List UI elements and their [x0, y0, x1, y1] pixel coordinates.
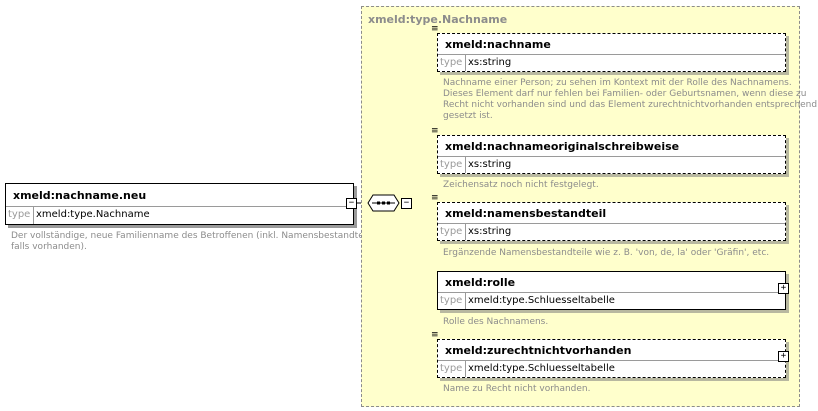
doc-line: Der vollständige, neue Familienname des … — [11, 231, 383, 241]
child-element-rolle[interactable]: xmeld:rolle type xmeld:type.Schluesselta… — [437, 271, 786, 310]
type-label: type — [440, 159, 463, 170]
child-element-namensbestandteil[interactable]: ≡ xmeld:namensbestandteil type xs:string — [431, 194, 786, 241]
child-element-nachnameoriginalschreibweise[interactable]: ≡ xmeld:nachnameoriginalschreibweise typ… — [431, 127, 786, 174]
child-type-row: type xs:string — [438, 54, 785, 71]
doc-line: Rolle des Nachnamens. — [443, 317, 549, 327]
element-lines-icon: ≡ — [431, 24, 439, 34]
child-element-name: xmeld:namensbestandteil — [445, 207, 607, 220]
element-lines-icon: ≡ — [431, 330, 439, 340]
child-element-zurechtnichtvorhanden[interactable]: ≡ xmeld:zurechtnichtvorhanden type xmeld… — [431, 331, 786, 378]
doc-line: Dieses Element darf nur fehlen bei Famil… — [443, 89, 807, 99]
type-separator — [33, 207, 34, 224]
child-doc: Zeichensatz noch nicht festgelegt. — [443, 180, 599, 191]
main-element-doc: Der vollständige, neue Familienname des … — [11, 231, 383, 253]
type-label: type — [8, 209, 31, 220]
doc-line: Nachname einer Person; zu sehen im Konte… — [443, 78, 792, 88]
doc-line: Ergänzende Namensbestandteile wie z. B. … — [443, 248, 770, 258]
main-element-name: xmeld:nachname.neu — [13, 189, 147, 202]
child-type: xs:string — [468, 57, 512, 68]
child-element-nachname[interactable]: ≡ xmeld:nachname type xs:string — [431, 25, 786, 72]
type-label: type — [440, 226, 463, 237]
expand-toggle-icon[interactable]: + — [778, 283, 789, 294]
type-label: type — [440, 295, 463, 306]
child-type: xmeld:type.Schluesseltabelle — [468, 363, 615, 374]
group-title: xmeld:type.Nachname — [368, 13, 508, 26]
child-type-row: type xmeld:type.Schluesseltabelle — [438, 360, 785, 377]
doc-line: Zeichensatz noch nicht festgelegt. — [443, 180, 599, 190]
type-separator — [465, 157, 466, 173]
type-label: type — [440, 363, 463, 374]
type-separator — [465, 224, 466, 240]
child-element-name: xmeld:nachnameoriginalschreibweise — [445, 140, 680, 153]
doc-line: Name zu Recht nicht vorhanden. — [443, 384, 591, 394]
child-doc: Name zu Recht nicht vorhanden. — [443, 384, 591, 395]
type-separator — [465, 55, 466, 71]
doc-line: Recht nicht vorhanden sind und das Eleme… — [443, 100, 818, 110]
type-label: type — [440, 57, 463, 68]
sequence-compositor-icon[interactable] — [367, 194, 400, 212]
element-lines-icon: ≡ — [431, 126, 439, 136]
child-element-name: xmeld:nachname — [445, 38, 551, 51]
child-doc: Rolle des Nachnamens. — [443, 317, 548, 328]
child-type: xs:string — [468, 226, 512, 237]
child-type: xs:string — [468, 159, 512, 170]
doc-line: falls vorhanden). — [11, 242, 87, 252]
child-element-name: xmeld:rolle — [445, 276, 516, 289]
expand-toggle-icon[interactable]: + — [778, 351, 789, 362]
type-separator — [465, 361, 466, 377]
main-element-type-row: type xmeld:type.Nachname — [6, 206, 353, 224]
child-element-name: xmeld:zurechtnichtvorhanden — [445, 344, 632, 357]
child-type: xmeld:type.Schluesseltabelle — [468, 295, 615, 306]
child-type-row: type xmeld:type.Schluesseltabelle — [438, 292, 785, 309]
child-type-row: type xs:string — [438, 223, 785, 240]
type-separator — [465, 293, 466, 309]
main-element-type: xmeld:type.Nachname — [36, 209, 150, 220]
element-lines-icon: ≡ — [431, 193, 439, 203]
child-doc: Nachname einer Person; zu sehen im Konte… — [443, 78, 817, 122]
child-type-row: type xs:string — [438, 156, 785, 173]
child-doc: Ergänzende Namensbestandteile wie z. B. … — [443, 248, 769, 259]
main-element-box[interactable]: xmeld:nachname.neu type xmeld:type.Nachn… — [5, 183, 354, 225]
collapse-toggle-icon[interactable]: − — [401, 198, 412, 209]
doc-line: gesetzt ist. — [443, 111, 493, 121]
